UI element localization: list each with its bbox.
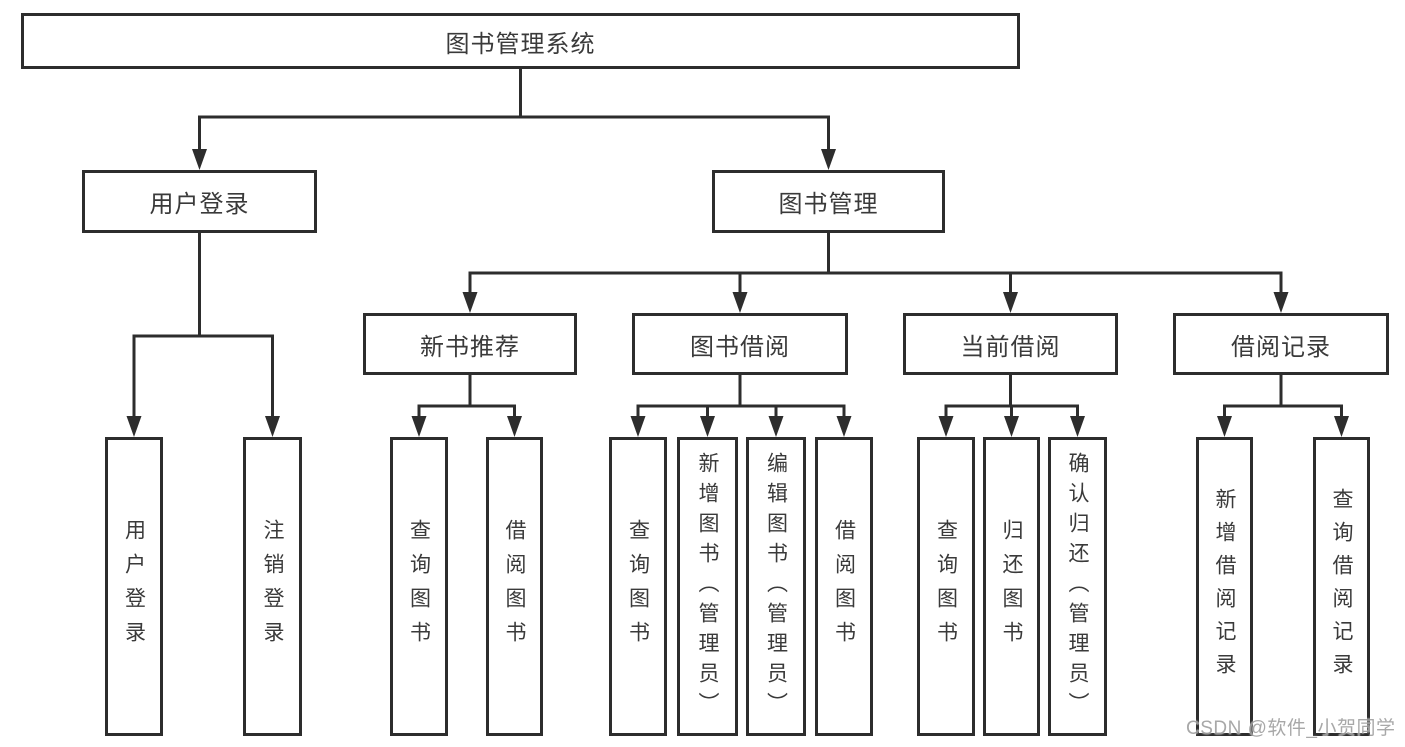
node-user-login: 用户登录 bbox=[82, 170, 317, 233]
connector-paths bbox=[132, 69, 1343, 419]
node-label: 借阅记录 bbox=[1231, 333, 1331, 361]
node-label: 图书管理 bbox=[778, 191, 879, 218]
node-leaf-query-books-borrowing: 查询图书 bbox=[609, 437, 667, 736]
node-leaf-query-books-current: 查询图书 bbox=[917, 437, 975, 736]
node-label: 编辑图书（管理员） bbox=[764, 451, 788, 722]
node-label: 查询图书 bbox=[934, 518, 958, 655]
node-label: 图书管理系统 bbox=[445, 30, 596, 58]
node-leaf-return-books: 归还图书 bbox=[983, 437, 1040, 736]
node-book-borrowing: 图书借阅 bbox=[632, 313, 848, 375]
node-label: 当前借阅 bbox=[960, 333, 1061, 361]
node-label: 查询借阅记录 bbox=[1330, 487, 1353, 686]
node-label: 新增借阅记录 bbox=[1213, 487, 1236, 686]
node-label: 归还图书 bbox=[1000, 518, 1023, 655]
node-leaf-logout: 注销登录 bbox=[243, 437, 302, 736]
node-label: 注销登录 bbox=[261, 518, 284, 655]
node-label: 用户登录 bbox=[149, 191, 250, 218]
node-leaf-add-books-admin: 新增图书（管理员） bbox=[677, 437, 738, 736]
node-label: 借阅图书 bbox=[503, 518, 526, 655]
node-leaf-confirm-return-admin: 确认归还（管理员） bbox=[1048, 437, 1107, 736]
node-label: 图书借阅 bbox=[690, 333, 790, 361]
node-label: 新增图书（管理员） bbox=[696, 451, 719, 722]
node-leaf-borrow-books-recommend: 借阅图书 bbox=[486, 437, 543, 736]
node-leaf-user-login: 用户登录 bbox=[105, 437, 163, 736]
node-leaf-add-borrow-record: 新增借阅记录 bbox=[1196, 437, 1253, 736]
node-leaf-edit-books-admin: 编辑图书（管理员） bbox=[746, 437, 806, 736]
node-library-management-system: 图书管理系统 bbox=[21, 13, 1020, 69]
arrowheads bbox=[126, 149, 1349, 437]
node-label: 查询图书 bbox=[407, 518, 431, 655]
node-label: 借阅图书 bbox=[832, 518, 856, 655]
node-book-management: 图书管理 bbox=[712, 170, 945, 233]
node-new-book-recommendation: 新书推荐 bbox=[363, 313, 577, 375]
node-leaf-query-borrow-record: 查询借阅记录 bbox=[1313, 437, 1370, 736]
watermark-text: CSDN @软件_小贺同学 bbox=[1186, 718, 1396, 739]
node-leaf-query-books-recommend: 查询图书 bbox=[390, 437, 448, 736]
node-borrowing-records: 借阅记录 bbox=[1173, 313, 1389, 375]
node-leaf-borrow-books-borrowing: 借阅图书 bbox=[815, 437, 873, 736]
node-label: 确认归还（管理员） bbox=[1066, 451, 1089, 722]
node-label: 用户登录 bbox=[122, 518, 146, 655]
node-label: 新书推荐 bbox=[420, 333, 520, 361]
node-current-borrowing: 当前借阅 bbox=[903, 313, 1118, 375]
node-label: 查询图书 bbox=[626, 518, 650, 655]
